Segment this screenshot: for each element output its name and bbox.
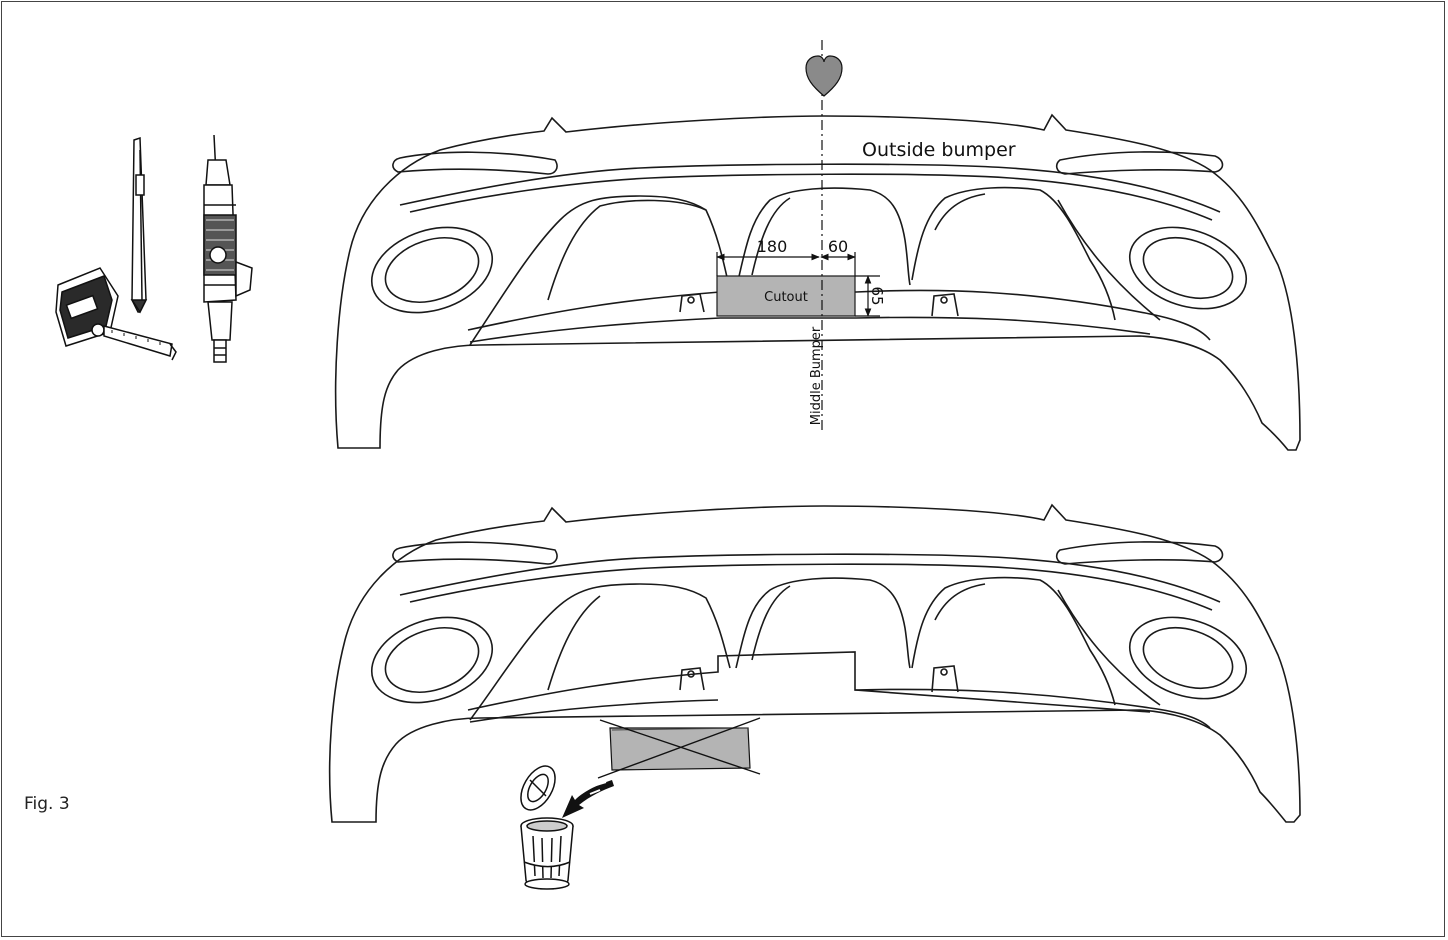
middle-bumper-label: Middle Bumper [809, 326, 824, 425]
dimension-65-label: 65 [868, 286, 886, 305]
tape-measure-icon [55, 267, 177, 361]
discarded-cutout [597, 717, 761, 779]
cutout-area [716, 275, 856, 317]
dimension-60-label: 60 [828, 237, 848, 256]
dimension-lines [716, 252, 880, 317]
cross-out-line-2 [597, 717, 761, 779]
discard-arrow-icon [562, 780, 614, 818]
figure-caption: Fig. 3 [24, 794, 70, 814]
dimension-180-label: 180 [757, 237, 788, 256]
bumper-top [334, 113, 1301, 451]
cutout-label: Cutout [764, 290, 808, 305]
heart-icon [805, 55, 843, 97]
outside-bumper-label: Outside bumper [862, 139, 1016, 161]
marker-pen-icon [130, 136, 148, 314]
air-saw-icon [203, 134, 253, 363]
bumper-bottom [328, 503, 1301, 823]
trash-can-icon [520, 765, 574, 890]
